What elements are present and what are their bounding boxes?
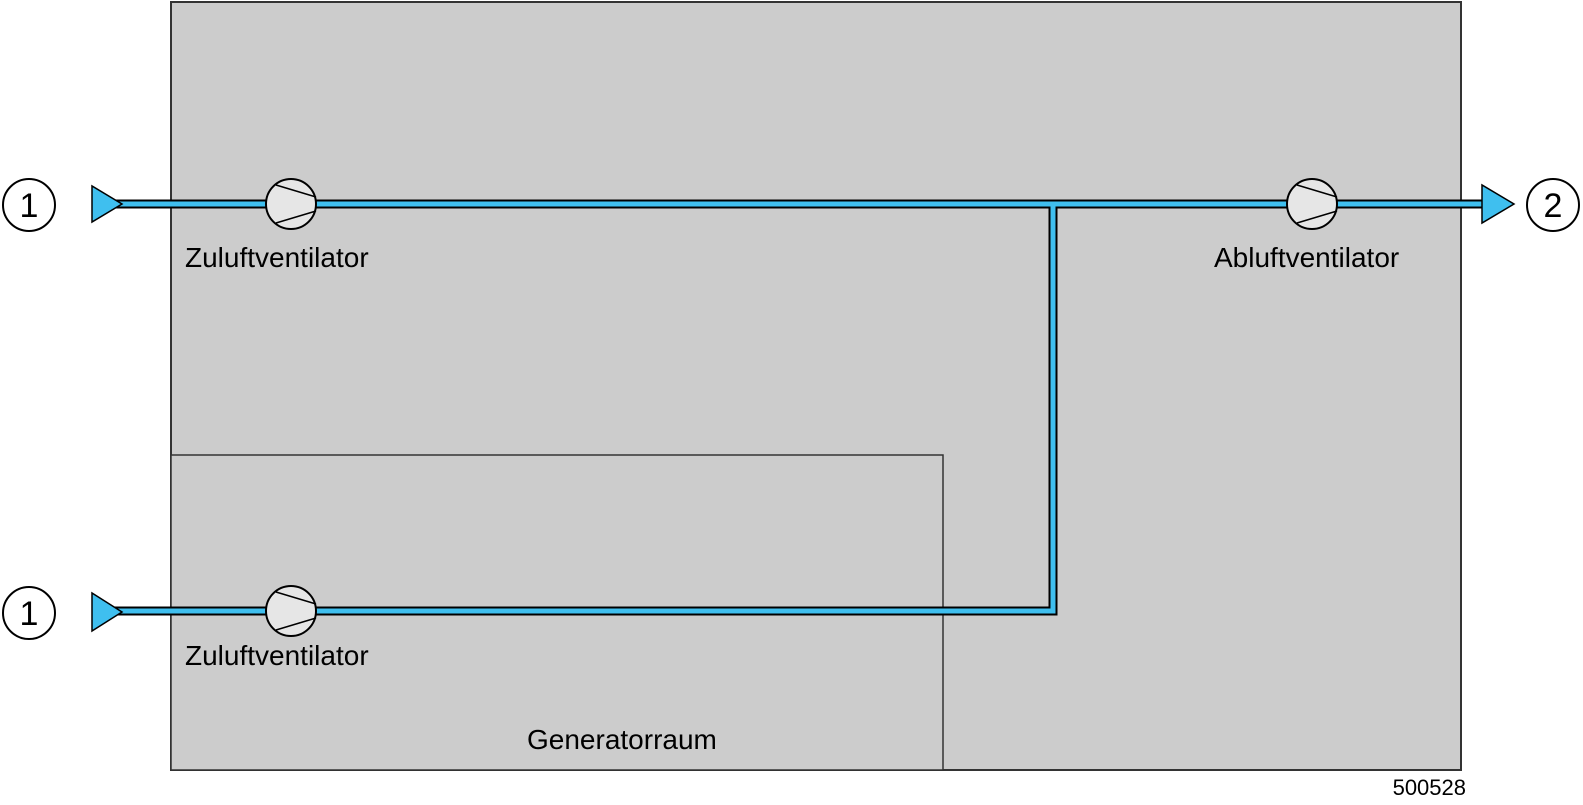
fan-exhaust-icon [1286,178,1338,230]
duct-core [112,201,1487,614]
fan-supply-top-label: Zuluftventilator [185,242,369,273]
drawing-number: 500528 [1393,775,1466,800]
fan-supply-bottom-icon [265,585,317,637]
inlet-arrow-bottom-icon [91,591,124,633]
marker-inlet-top: 1 [2,178,56,232]
inlet-arrow-top-icon [91,184,124,224]
duct-bottom [112,204,1056,614]
marker-outlet-label: 2 [1544,187,1563,225]
outlet-arrow-icon [1481,183,1516,225]
marker-inlet-bottom-label: 1 [20,595,39,633]
marker-outlet: 2 [1526,178,1580,232]
marker-inlet-top-label: 1 [20,187,39,225]
generator-room-label: Generatorraum [527,724,717,755]
fan-exhaust-label: Abluftventilator [1214,242,1399,273]
marker-inlet-bottom: 1 [2,586,56,640]
fan-supply-bottom-label: Zuluftventilator [185,640,369,671]
fan-supply-top-icon [265,178,317,230]
